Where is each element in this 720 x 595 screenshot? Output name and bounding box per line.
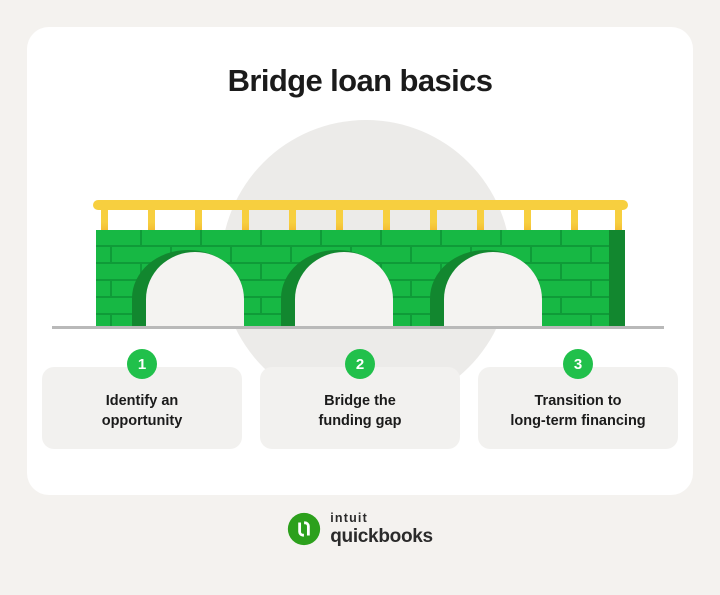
mortar-seam	[410, 313, 412, 328]
mortar-seam	[320, 230, 322, 245]
mortar-seam	[590, 279, 592, 296]
mortar-seam	[140, 230, 142, 245]
railing-post	[101, 207, 108, 235]
mortar-seam	[440, 230, 442, 245]
ground-line	[52, 326, 664, 329]
mortar-seam	[200, 230, 202, 245]
quickbooks-logo-icon	[288, 512, 321, 546]
railing-post	[383, 207, 390, 235]
railing-post	[477, 207, 484, 235]
arch-opening	[146, 252, 244, 328]
mortar-seam	[260, 296, 262, 313]
railing-post	[615, 207, 622, 235]
step-label-line: long-term financing	[510, 413, 646, 429]
mortar-seam	[560, 262, 562, 279]
mortar-seam	[110, 313, 112, 328]
railing-post	[524, 207, 531, 235]
mortar-seam	[260, 230, 262, 245]
step-card-3: 3 Transition to long-term financing	[478, 349, 678, 449]
mortar-seam	[230, 245, 232, 262]
brand-logo: intuit quickbooks	[0, 512, 720, 546]
step-badge-2: 2	[345, 349, 375, 379]
mortar-seam	[590, 245, 592, 262]
mortar-seam	[590, 313, 592, 328]
arch-opening	[295, 252, 393, 328]
step-card-1: 1 Identify an opportunity	[42, 349, 242, 449]
arch-opening	[444, 252, 542, 328]
step-badge-1: 1	[127, 349, 157, 379]
bridge-right-shadow	[609, 230, 625, 328]
mortar-line	[96, 245, 625, 247]
mortar-seam	[290, 245, 292, 262]
step-label-1: Identify an opportunity	[48, 391, 236, 431]
step-label-3: Transition to long-term financing	[484, 391, 672, 431]
brand-intuit-text: intuit	[330, 511, 368, 526]
railing-post	[148, 207, 155, 235]
step-label-line: Identify an	[105, 393, 179, 409]
mortar-seam	[560, 230, 562, 245]
railing-post	[195, 207, 202, 235]
step-badge-3: 3	[563, 349, 593, 379]
mortar-seam	[110, 279, 112, 296]
bridge-body	[96, 230, 625, 328]
railing-post	[571, 207, 578, 235]
step-label-line: funding gap	[318, 413, 402, 429]
railing-post	[336, 207, 343, 235]
mortar-seam	[110, 245, 112, 262]
brand-wordmark: intuit quickbooks	[330, 512, 433, 546]
mortar-seam	[560, 296, 562, 313]
railing-post	[289, 207, 296, 235]
mortar-seam	[380, 230, 382, 245]
railing-post	[430, 207, 437, 235]
step-label-2: Bridge the funding gap	[266, 391, 454, 431]
step-label-line: Bridge the	[324, 393, 396, 409]
bridge-railing-bar	[93, 200, 628, 210]
step-card-2: 2 Bridge the funding gap	[260, 349, 460, 449]
step-label-line: Transition to	[534, 393, 622, 409]
bridge-illustration	[27, 112, 693, 410]
mortar-seam	[410, 245, 412, 262]
mortar-seam	[260, 262, 262, 279]
content-panel: Bridge loan basics	[27, 27, 693, 495]
steps-row: 1 Identify an opportunity 2 Bridge the f…	[27, 345, 693, 475]
step-label-line: opportunity	[101, 413, 183, 429]
mortar-seam	[500, 230, 502, 245]
mortar-seam	[410, 279, 412, 296]
railing-post	[242, 207, 249, 235]
page-title: Bridge loan basics	[227, 63, 493, 98]
mortar-seam	[530, 245, 532, 262]
brand-quickbooks-text: quickbooks	[330, 525, 433, 547]
